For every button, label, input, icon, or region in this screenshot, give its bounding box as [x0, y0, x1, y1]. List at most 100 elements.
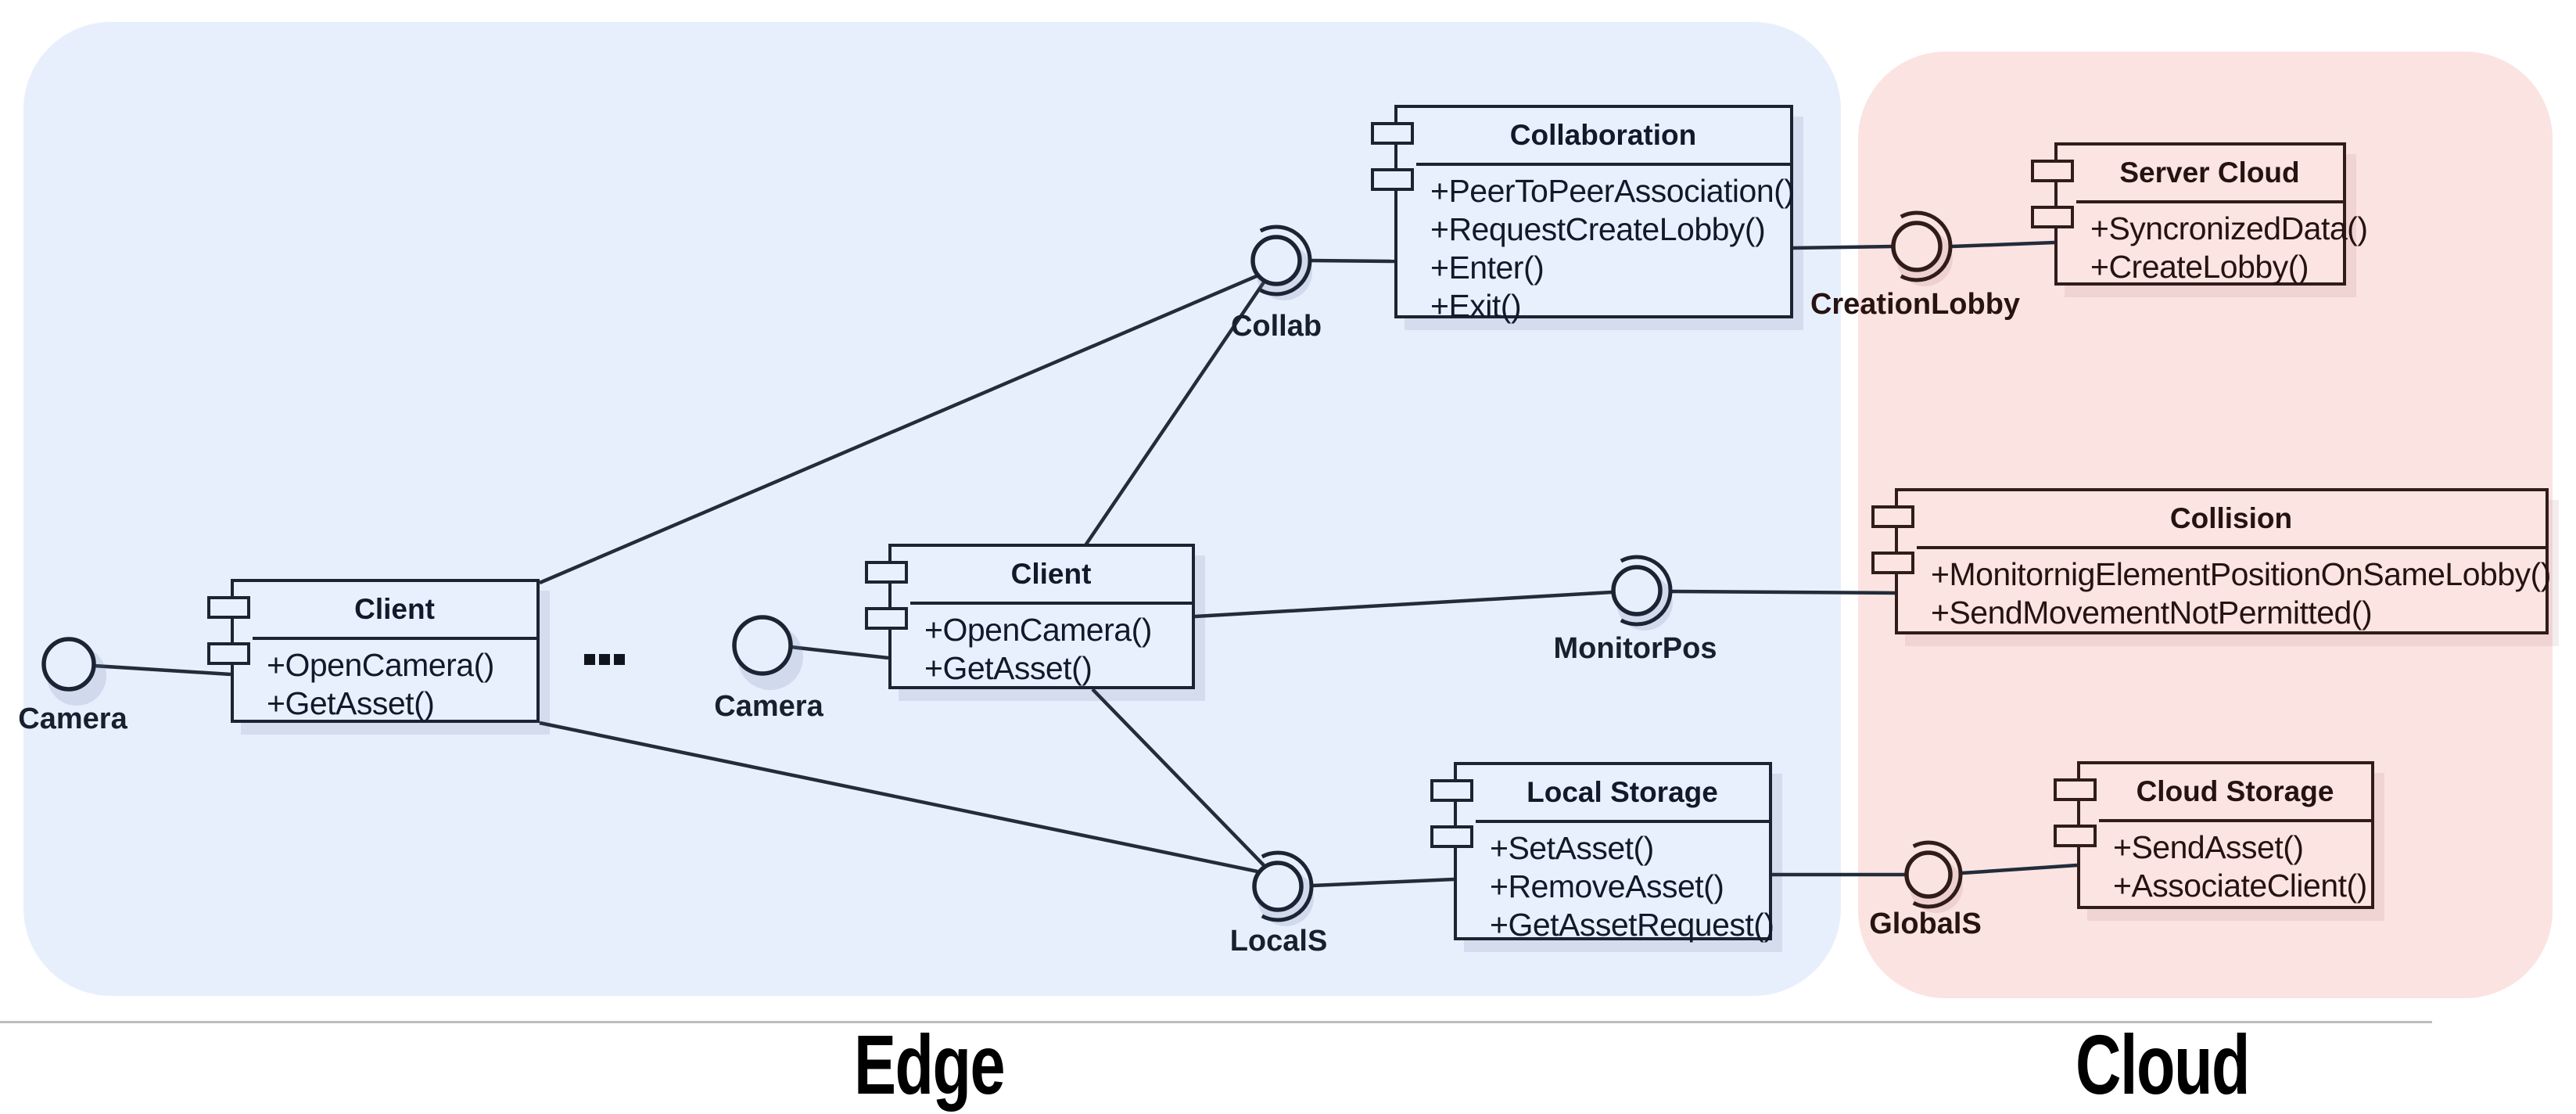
component-title: Client	[354, 593, 435, 625]
method-row: +RequestCreateLobby()	[1430, 211, 1766, 247]
zone-divider-line	[0, 1021, 2432, 1023]
interface-label-camera-left: Camera	[18, 703, 127, 735]
wire-camera-left-to-client-left	[93, 663, 231, 677]
method-row: +OpenCamera()	[267, 647, 494, 683]
component-methods: +SendAsset()+AssociateClient()	[2113, 822, 2371, 905]
interface-label-local-s: LocalS	[1229, 925, 1328, 958]
wire-local-s-to-local-storage	[1312, 877, 1455, 888]
component-methods: +MonitornigElementPositionOnSameLobby()+…	[1931, 549, 2551, 632]
component-title: Cloud Storage	[2136, 775, 2334, 807]
component-tab-icon	[865, 607, 908, 630]
ball-interface-icon	[732, 615, 793, 676]
method-row: +SendAsset()	[2113, 829, 2304, 865]
socket-arc-icon	[1259, 225, 1312, 296]
component-methods: +PeerToPeerAssociation()+RequestCreateLo…	[1430, 166, 1795, 325]
ball-interface-icon	[1891, 221, 1943, 272]
component-title: Collision	[2169, 502, 2293, 534]
component-tab-icon	[1371, 122, 1414, 145]
title-separator	[2076, 200, 2346, 203]
wire-global-s-to-cloud-storage	[1961, 863, 2078, 875]
interface-global-s[interactable]	[1904, 840, 1963, 913]
component-tab-icon	[207, 596, 250, 619]
component-tab-icon	[1871, 552, 1914, 574]
method-row: +SyncronizedData()	[2090, 210, 2368, 246]
component-local-storage[interactable]: Local Storage+SetAsset()+RemoveAsset()+G…	[1430, 762, 1774, 943]
component-collaboration[interactable]: Collaboration +PeerToPeerAssociation()+Re…	[1371, 105, 1795, 324]
component-tab-icon	[1430, 825, 1473, 848]
component-tab-icon	[1430, 779, 1473, 802]
interface-monitor-pos[interactable]	[1611, 555, 1673, 631]
component-tab-icon	[1871, 505, 1914, 528]
component-server-cloud[interactable]: Server Cloud +SyncronizedData()+CreateLob…	[2031, 142, 2368, 286]
component-tab-icon	[2031, 206, 2074, 228]
ball-interface-icon	[1611, 565, 1663, 616]
interface-camera-main[interactable]	[732, 615, 803, 690]
interface-local-s[interactable]	[1252, 850, 1314, 926]
component-tab-icon	[865, 561, 908, 584]
more-clients-ellipsis-icon	[599, 654, 610, 665]
socket-arc-icon	[1261, 850, 1314, 922]
component-methods: +SetAsset()+RemoveAsset()+GetAssetReques…	[1490, 823, 1774, 944]
method-row: +MonitornigElementPositionOnSameLobby()	[1931, 556, 2551, 592]
component-title: Client	[1010, 558, 1092, 590]
interface-label-monitor-pos: MonitorPos	[1553, 632, 1717, 665]
method-row: +SetAsset()	[1490, 830, 1654, 866]
wire-collaboration-to-creation-lobby	[1792, 244, 1893, 250]
component-cloud-storage[interactable]: Cloud Storage +SendAsset()+AssociateClien…	[2054, 761, 2374, 909]
interface-label-global-s: GlobalS	[1869, 907, 1982, 940]
method-row: +PeerToPeerAssociation()	[1430, 173, 1795, 209]
component-tab-icon	[207, 642, 250, 665]
interface-creation-lobby[interactable]	[1891, 210, 1953, 286]
component-tab-icon	[2054, 825, 2097, 847]
component-methods: +OpenCamera()+GetAsset()	[924, 605, 1192, 688]
method-row: +RemoveAsset()	[1490, 868, 1724, 904]
socket-arc-icon	[1912, 840, 1963, 909]
component-tab-icon	[2031, 160, 2074, 182]
wire-client-main-to-monitor-pos	[1194, 590, 1613, 619]
title-separator	[253, 637, 540, 640]
ball-interface-icon	[1252, 861, 1304, 912]
title-separator	[1416, 163, 1793, 166]
socket-arc-icon	[1900, 210, 1953, 282]
method-row: +GetAsset()	[267, 685, 435, 721]
component-methods: +OpenCamera()+GetAsset()	[267, 640, 536, 723]
zone-caption-edge: Edge	[853, 1017, 1006, 1112]
method-row: +Exit()	[1430, 288, 1522, 324]
socket-arc-icon	[1620, 555, 1673, 627]
zone-caption-cloud: Cloud	[2076, 1017, 2250, 1112]
ball-interface-icon	[1250, 235, 1302, 286]
component-title: Collaboration	[1509, 119, 1697, 151]
ball-interface-icon	[41, 637, 96, 692]
more-clients-ellipsis-icon	[584, 654, 595, 665]
component-client-main[interactable]: Client +OpenCamera()+GetAsset()	[865, 544, 1195, 689]
title-separator	[910, 602, 1195, 605]
interface-collab[interactable]	[1250, 225, 1312, 300]
wire-client-left-to-collab	[539, 273, 1259, 585]
component-tab-icon	[2054, 778, 2097, 801]
title-separator	[1917, 546, 2549, 549]
method-row: +GetAsset()	[924, 650, 1092, 686]
component-title: Server Cloud	[2119, 156, 2300, 189]
wire-monitor-pos-to-collision	[1671, 589, 1896, 595]
title-separator	[1476, 820, 1772, 823]
component-collision[interactable]: Collision +MonitornigElementPositionOnSam…	[1871, 488, 2551, 634]
interface-label-collab: Collab	[1230, 310, 1322, 343]
title-separator	[2099, 819, 2374, 822]
interface-camera-left[interactable]	[41, 637, 106, 706]
method-row: +GetAssetRequest()	[1490, 907, 1774, 943]
method-row: +SendMovementNotPermitted()	[1931, 595, 2373, 631]
component-methods: +SyncronizedData()+CreateLobby()	[2090, 203, 2368, 286]
method-row: +AssociateClient()	[2113, 868, 2367, 904]
ball-interface-icon	[1904, 850, 1953, 899]
wire-creation-lobby-to-server-cloud	[1951, 240, 2055, 249]
interface-label-camera-main: Camera	[714, 690, 823, 723]
method-row: +CreateLobby()	[2090, 249, 2309, 285]
wire-camera-main-to-client-main	[790, 645, 889, 660]
interface-label-creation-lobby: CreationLobby	[1810, 288, 2021, 321]
component-client-left[interactable]: Client +OpenCamera()+GetAsset()	[207, 579, 540, 723]
method-row: +OpenCamera()	[924, 612, 1152, 648]
method-row: +Enter()	[1430, 250, 1545, 286]
component-tab-icon	[1371, 168, 1414, 191]
